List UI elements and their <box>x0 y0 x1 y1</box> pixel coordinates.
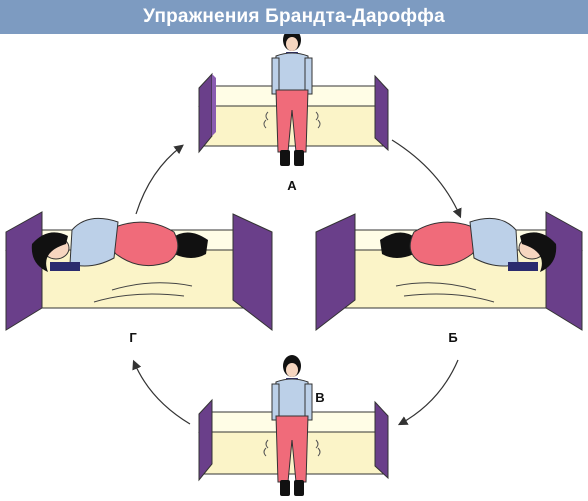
patient-lying-left <box>31 217 208 303</box>
step-v-illustration <box>198 355 389 496</box>
exercise-illustration: А Б <box>5 34 583 496</box>
step-label-g: Г <box>129 330 137 345</box>
arrow-a-to-b <box>391 139 462 219</box>
arrow-v-to-b-side <box>397 359 459 426</box>
bed-top <box>198 72 389 154</box>
patient-sitting-bottom <box>263 355 321 496</box>
title-bar: Упражнения Брандта-Дароффа <box>0 0 588 34</box>
step-label-v: В <box>315 390 324 405</box>
step-label-a: А <box>287 178 297 193</box>
arrow-g-to-a <box>135 144 184 215</box>
step-g-illustration <box>5 211 273 332</box>
step-b-illustration <box>315 211 583 332</box>
step-label-b: Б <box>448 330 457 345</box>
arrow-v-to-g <box>132 359 191 425</box>
patient-sitting-top <box>263 34 321 166</box>
step-a-illustration <box>198 34 389 166</box>
patient-lying-right <box>380 217 557 303</box>
diagram-title: Упражнения Брандта-Дароффа <box>143 6 445 27</box>
